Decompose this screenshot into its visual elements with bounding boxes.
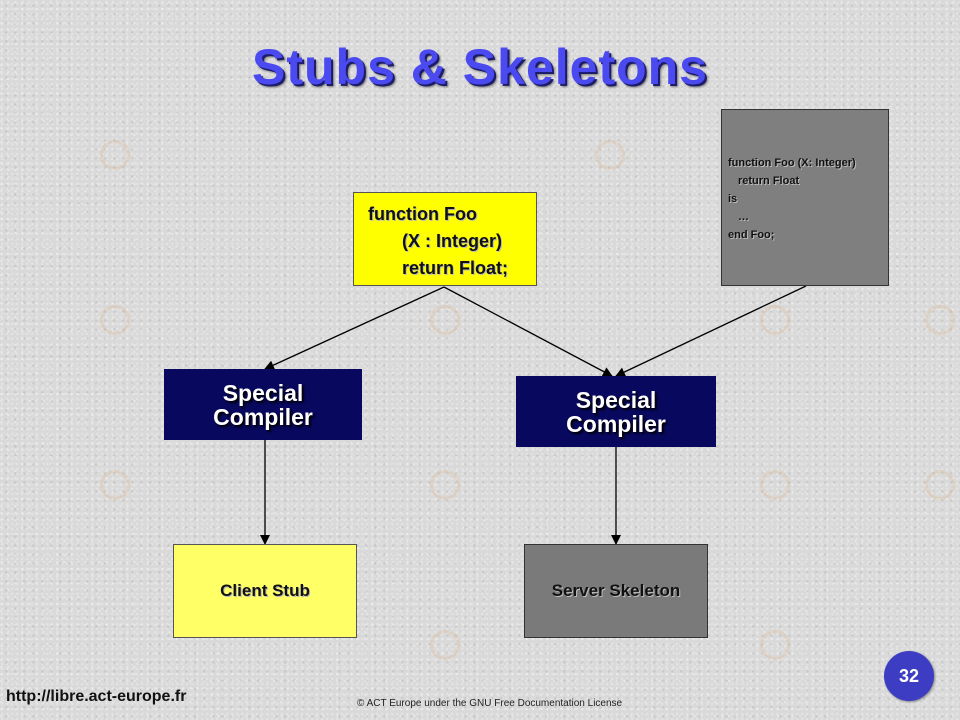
special-compiler-right: Special Compiler xyxy=(516,376,716,447)
body-line: is xyxy=(728,193,738,205)
arrow-spec-to-right-compiler xyxy=(443,286,613,377)
body-box: function Foo (X: Integer) return Float i… xyxy=(721,109,889,286)
watermark-icon xyxy=(925,305,955,335)
watermark-icon xyxy=(595,140,625,170)
slide-title: Stubs & Skeletons xyxy=(252,39,708,95)
compiler-label: Compiler xyxy=(213,403,313,430)
special-compiler-left: Special Compiler xyxy=(164,369,362,440)
compiler-label: Compiler xyxy=(566,410,666,437)
body-line: function Foo (X: Integer) xyxy=(728,157,856,169)
footer-url: http://libre.act-europe.fr xyxy=(6,688,187,705)
arrow-spec-to-left-compiler xyxy=(264,286,445,370)
client-stub-label: Client Stub xyxy=(220,581,310,600)
arrow-body-to-right-compiler xyxy=(615,285,807,377)
server-skeleton-box: Server Skeleton xyxy=(524,544,708,638)
watermark-icon xyxy=(760,470,790,500)
spec-line: (X : Integer) xyxy=(402,231,503,251)
server-skeleton-label: Server Skeleton xyxy=(551,581,681,600)
compiler-label: Special xyxy=(222,379,304,406)
watermark-icon xyxy=(100,140,130,170)
client-stub-box: Client Stub xyxy=(173,544,357,638)
watermark-icon xyxy=(100,470,130,500)
watermark-icon xyxy=(430,305,460,335)
footer-copyright: © ACT Europe under the GNU Free Document… xyxy=(357,698,623,709)
body-line: end Foo; xyxy=(728,229,775,241)
page-number: 32 xyxy=(898,665,920,686)
spec-line: return Float; xyxy=(402,258,508,278)
page-number-badge: 32 xyxy=(884,651,934,701)
watermark-icon xyxy=(430,470,460,500)
watermark-icon xyxy=(100,305,130,335)
watermark-icon xyxy=(760,305,790,335)
body-line: … xyxy=(738,211,749,223)
compiler-label: Special xyxy=(575,386,657,413)
body-line: return Float xyxy=(738,175,800,187)
watermark-icon xyxy=(430,630,460,660)
spec-line: function Foo xyxy=(368,204,477,224)
watermark-icon xyxy=(925,470,955,500)
watermark-icon xyxy=(760,630,790,660)
spec-box: function Foo (X : Integer) return Float; xyxy=(353,192,537,286)
